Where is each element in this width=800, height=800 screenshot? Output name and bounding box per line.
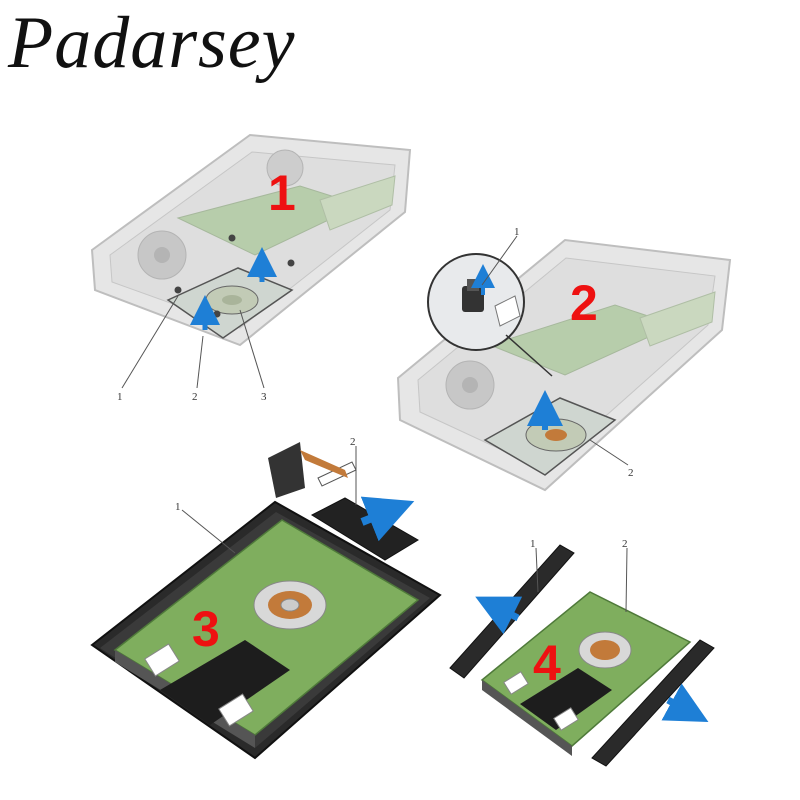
callout-label: 1 bbox=[117, 391, 123, 403]
step-number: 4 bbox=[533, 635, 561, 691]
callout-label: 2 bbox=[628, 467, 634, 479]
step-number: 1 bbox=[268, 165, 296, 221]
hard-drive-icon bbox=[115, 520, 418, 748]
panel-4: 1 2 4 bbox=[450, 538, 714, 766]
callout-label: 1 bbox=[514, 226, 520, 238]
panel-3: 1 2 3 bbox=[92, 436, 440, 758]
panel-2: 1 2 2 bbox=[398, 226, 730, 490]
callout-label: 1 bbox=[175, 501, 181, 513]
step-number: 3 bbox=[192, 601, 220, 657]
panel-1: 1 2 3 1 bbox=[92, 135, 410, 403]
step-number: 2 bbox=[570, 275, 598, 331]
callout-label: 2 bbox=[350, 436, 356, 448]
callout-label: 2 bbox=[622, 538, 628, 550]
callout-label: 3 bbox=[261, 391, 267, 403]
callout-label: 1 bbox=[530, 538, 536, 550]
callout-label: 2 bbox=[192, 391, 198, 403]
